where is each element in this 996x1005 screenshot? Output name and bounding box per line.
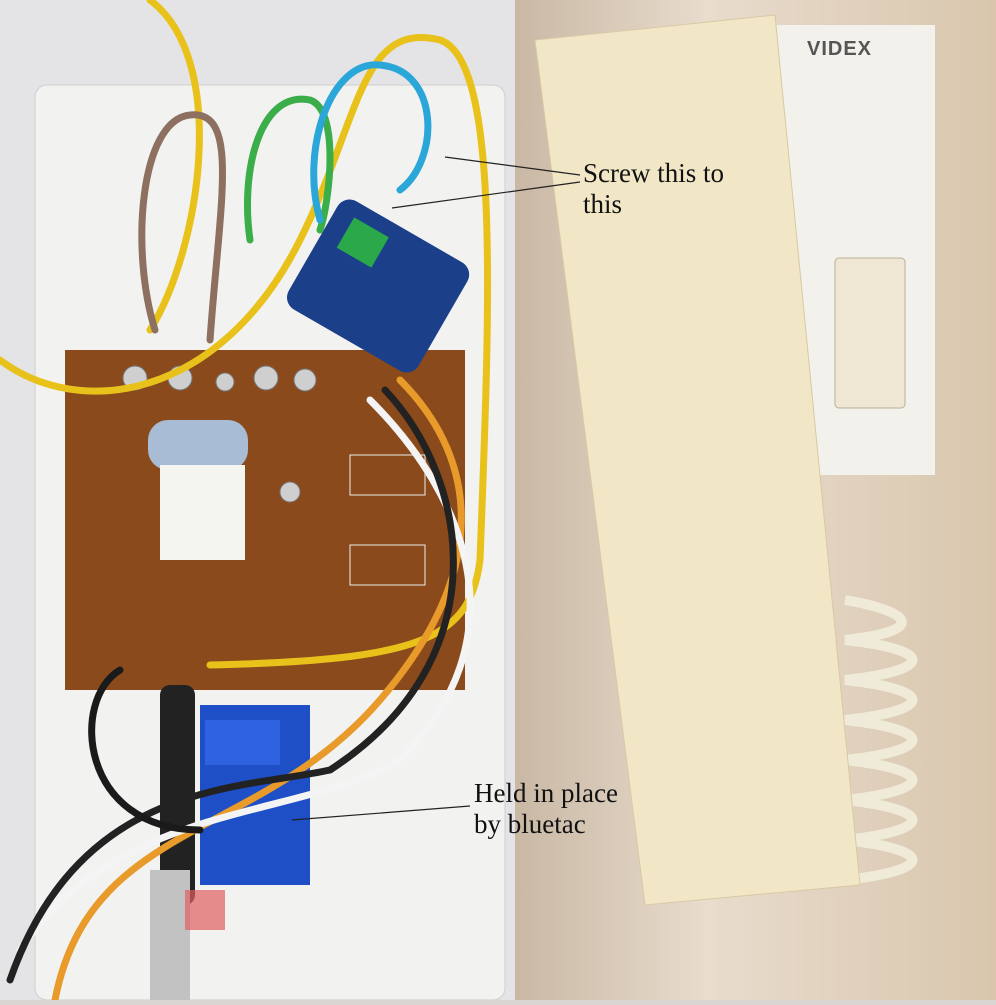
handset-illustration	[534, 14, 935, 906]
bluetac-blob	[148, 420, 248, 470]
screw-annotation: Screw this to this	[583, 158, 724, 220]
handset-photo: VIDEX	[515, 0, 996, 1000]
screw-annotation-line-2: this	[583, 189, 623, 219]
ina219-sensor-board	[287, 199, 470, 373]
screw-pointer-line-2	[391, 181, 581, 209]
screw-pointer-line-1	[444, 156, 581, 176]
bluetac-annotation-line-1: Held in place	[474, 778, 618, 808]
wires	[0, 0, 492, 1004]
intercom-interior-photo	[0, 0, 515, 1004]
bluetac-annotation: Held in place by bluetac	[474, 778, 618, 840]
handset	[534, 14, 861, 906]
bluetac-annotation-line-2: by bluetac	[474, 809, 586, 839]
ferrite-cable	[160, 685, 195, 905]
door-release-button	[834, 257, 906, 409]
videx-logo: VIDEX	[807, 38, 873, 60]
circuit-illustration	[0, 0, 506, 1004]
coiled-cord	[844, 595, 918, 885]
arduino-board	[150, 870, 190, 1000]
switch-housing	[160, 465, 245, 560]
bluetac-pointer-line	[291, 805, 471, 821]
screw-annotation-line-1: Screw this to	[583, 158, 724, 188]
